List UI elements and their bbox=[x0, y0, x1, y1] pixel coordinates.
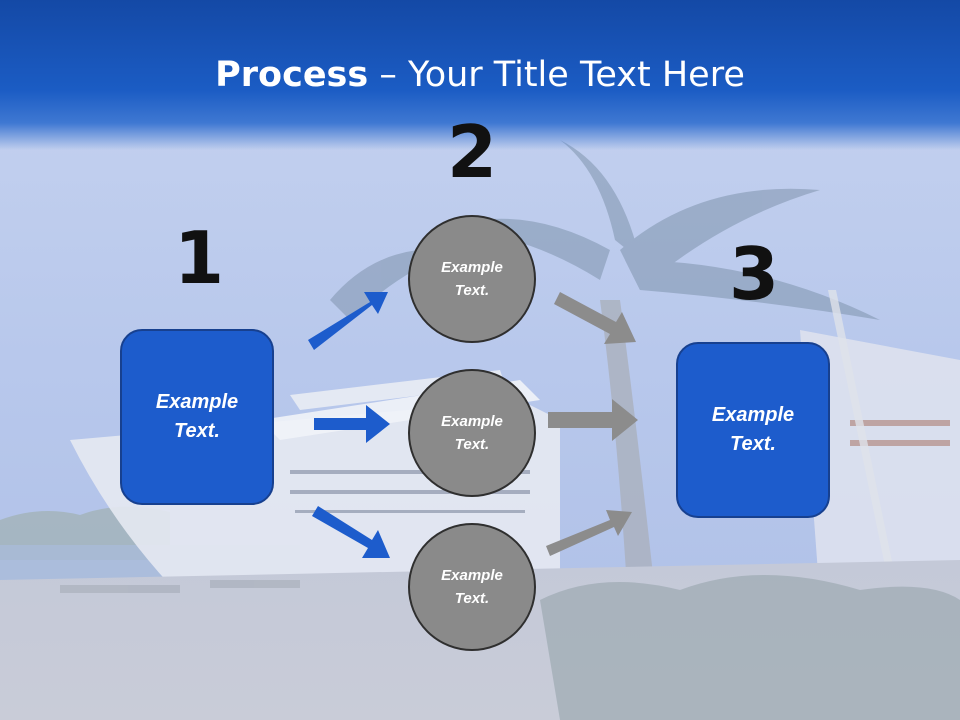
title-rest: – Your Title Text Here bbox=[368, 55, 745, 95]
arrow-right-icon bbox=[548, 399, 638, 441]
arrow-right-icon bbox=[308, 292, 388, 350]
step-2-circle-bottom[interactable]: Example Text. bbox=[408, 523, 536, 651]
step-1-label: Example Text. bbox=[155, 391, 239, 442]
step-number-1: 1 bbox=[173, 216, 225, 300]
title-band bbox=[0, 0, 960, 150]
circle-label: Example Text. bbox=[441, 567, 503, 607]
title-bold: Process bbox=[215, 55, 369, 95]
arrow-right-icon bbox=[314, 405, 390, 443]
step-2-circle-middle[interactable]: Example Text. bbox=[408, 369, 536, 497]
arrow-right-icon bbox=[546, 510, 632, 556]
step-3-label: Example Text. bbox=[711, 404, 795, 455]
circle-label: Example Text. bbox=[441, 413, 503, 453]
step-number-2: 2 bbox=[446, 110, 498, 194]
slide-title: Process – Your Title Text Here bbox=[0, 52, 960, 98]
step-number-3: 3 bbox=[728, 232, 780, 316]
arrow-right-icon bbox=[554, 292, 636, 344]
step-2-circle-top[interactable]: Example Text. bbox=[408, 215, 536, 343]
circle-label: Example Text. bbox=[441, 259, 503, 299]
step-1-box[interactable]: Example Text. bbox=[120, 329, 274, 505]
arrow-right-icon bbox=[312, 506, 390, 558]
step-3-box[interactable]: Example Text. bbox=[676, 342, 830, 518]
